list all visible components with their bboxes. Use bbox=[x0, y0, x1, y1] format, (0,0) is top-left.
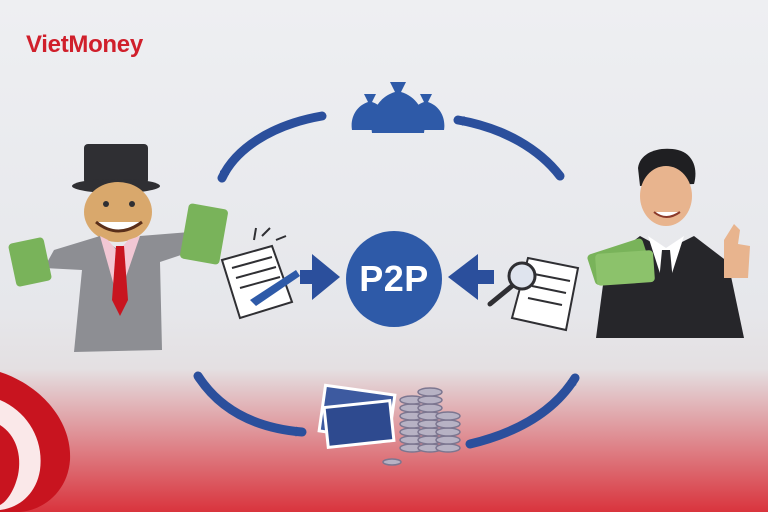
arrow-right-into-p2p bbox=[448, 254, 494, 300]
money-bags-icon bbox=[351, 82, 445, 133]
p2p-label: P2P bbox=[359, 258, 429, 299]
arrow-to-cash bbox=[193, 371, 307, 437]
p2p-center-badge: P2P bbox=[346, 231, 442, 327]
cycle-arrows bbox=[193, 111, 580, 449]
arrow-to-lender bbox=[217, 111, 327, 183]
arrow-left-into-p2p bbox=[300, 254, 340, 300]
banknotes-coins-icon bbox=[317, 383, 461, 466]
arrow-to-borrower bbox=[465, 373, 580, 449]
lender-cartoon-icon bbox=[8, 144, 228, 352]
red-swoosh-decoration bbox=[0, 372, 71, 512]
magnifier-document-icon bbox=[487, 256, 580, 332]
borrower-businessman-icon bbox=[587, 148, 750, 338]
vietmoney-logo: VietMoney bbox=[26, 31, 143, 58]
contract-pen-document-icon bbox=[220, 227, 300, 320]
arrow-to-money-bags bbox=[453, 115, 565, 181]
